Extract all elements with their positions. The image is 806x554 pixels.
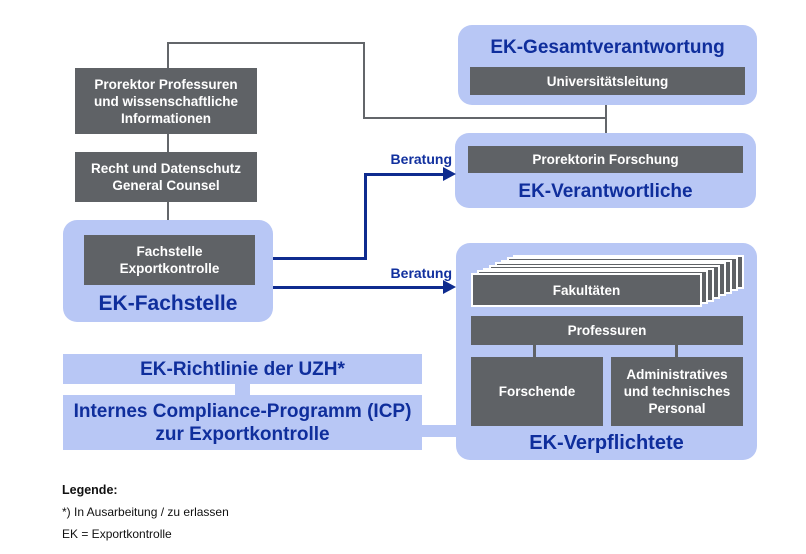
box-prorektorin-forschung: Prorektorin Forschung bbox=[468, 146, 743, 173]
title-ek-verpflichtete: EK-Verpflichtete bbox=[529, 431, 684, 454]
connector-top-horizontal bbox=[167, 42, 365, 44]
connector-richtlinie-icp bbox=[235, 384, 250, 395]
box-ek-richtlinie: EK-Richtlinie der UZH* bbox=[63, 354, 422, 384]
box-universitaetsleitung: Universitätsleitung bbox=[470, 67, 745, 95]
box-fachstelle-exportkontrolle: Fachstelle Exportkontrolle bbox=[84, 235, 255, 285]
legend-title: Legende: bbox=[62, 483, 118, 497]
arrow1-segment-v bbox=[364, 173, 367, 260]
box-professuren: Professuren bbox=[471, 316, 743, 345]
arrow2-segment-h bbox=[273, 286, 444, 289]
connector-prorektor-recht bbox=[167, 133, 169, 153]
box-recht-datenschutz: Recht und Datenschutz General Counsel bbox=[75, 152, 257, 202]
arrow2-head bbox=[443, 280, 456, 294]
box-icp: Internes Compliance-Programm (ICP) zur E… bbox=[63, 395, 422, 450]
arrow2-label: Beratung bbox=[390, 265, 452, 281]
title-ek-gesamtverantwortung: EK-Gesamtverantwortung bbox=[490, 36, 725, 58]
connector-unileitung-prorektorin bbox=[605, 95, 607, 147]
box-admin-personal: Administratives und technisches Personal bbox=[611, 357, 743, 426]
box-forschende: Forschende bbox=[471, 357, 603, 426]
arrow1-segment-h2 bbox=[364, 173, 444, 176]
stub-professuren-admin bbox=[675, 345, 678, 357]
arrow1-label: Beratung bbox=[390, 151, 452, 167]
arrow1-segment-h1 bbox=[273, 257, 367, 260]
connector-icp-verpflichtete bbox=[420, 425, 458, 437]
connector-mid-horizontal bbox=[363, 117, 607, 119]
box-prorektor-professuren: Prorektor Professuren und wissenschaftli… bbox=[75, 68, 257, 134]
stub-professuren-forschende bbox=[533, 345, 536, 357]
title-ek-verantwortliche: EK-Verantwortliche bbox=[518, 180, 693, 202]
legend-line-ek: EK = Exportkontrolle bbox=[62, 527, 172, 541]
box-fakultaeten: Fakultäten bbox=[471, 273, 702, 307]
connector-recht-fachstelle bbox=[167, 201, 169, 236]
connector-mid-vertical bbox=[363, 42, 365, 119]
connector-prorektor-up bbox=[167, 42, 169, 69]
title-ek-fachstelle: EK-Fachstelle bbox=[98, 291, 238, 315]
legend-line-asterisk: *) In Ausarbeitung / zu erlassen bbox=[62, 505, 229, 519]
arrow1-head bbox=[443, 167, 456, 181]
